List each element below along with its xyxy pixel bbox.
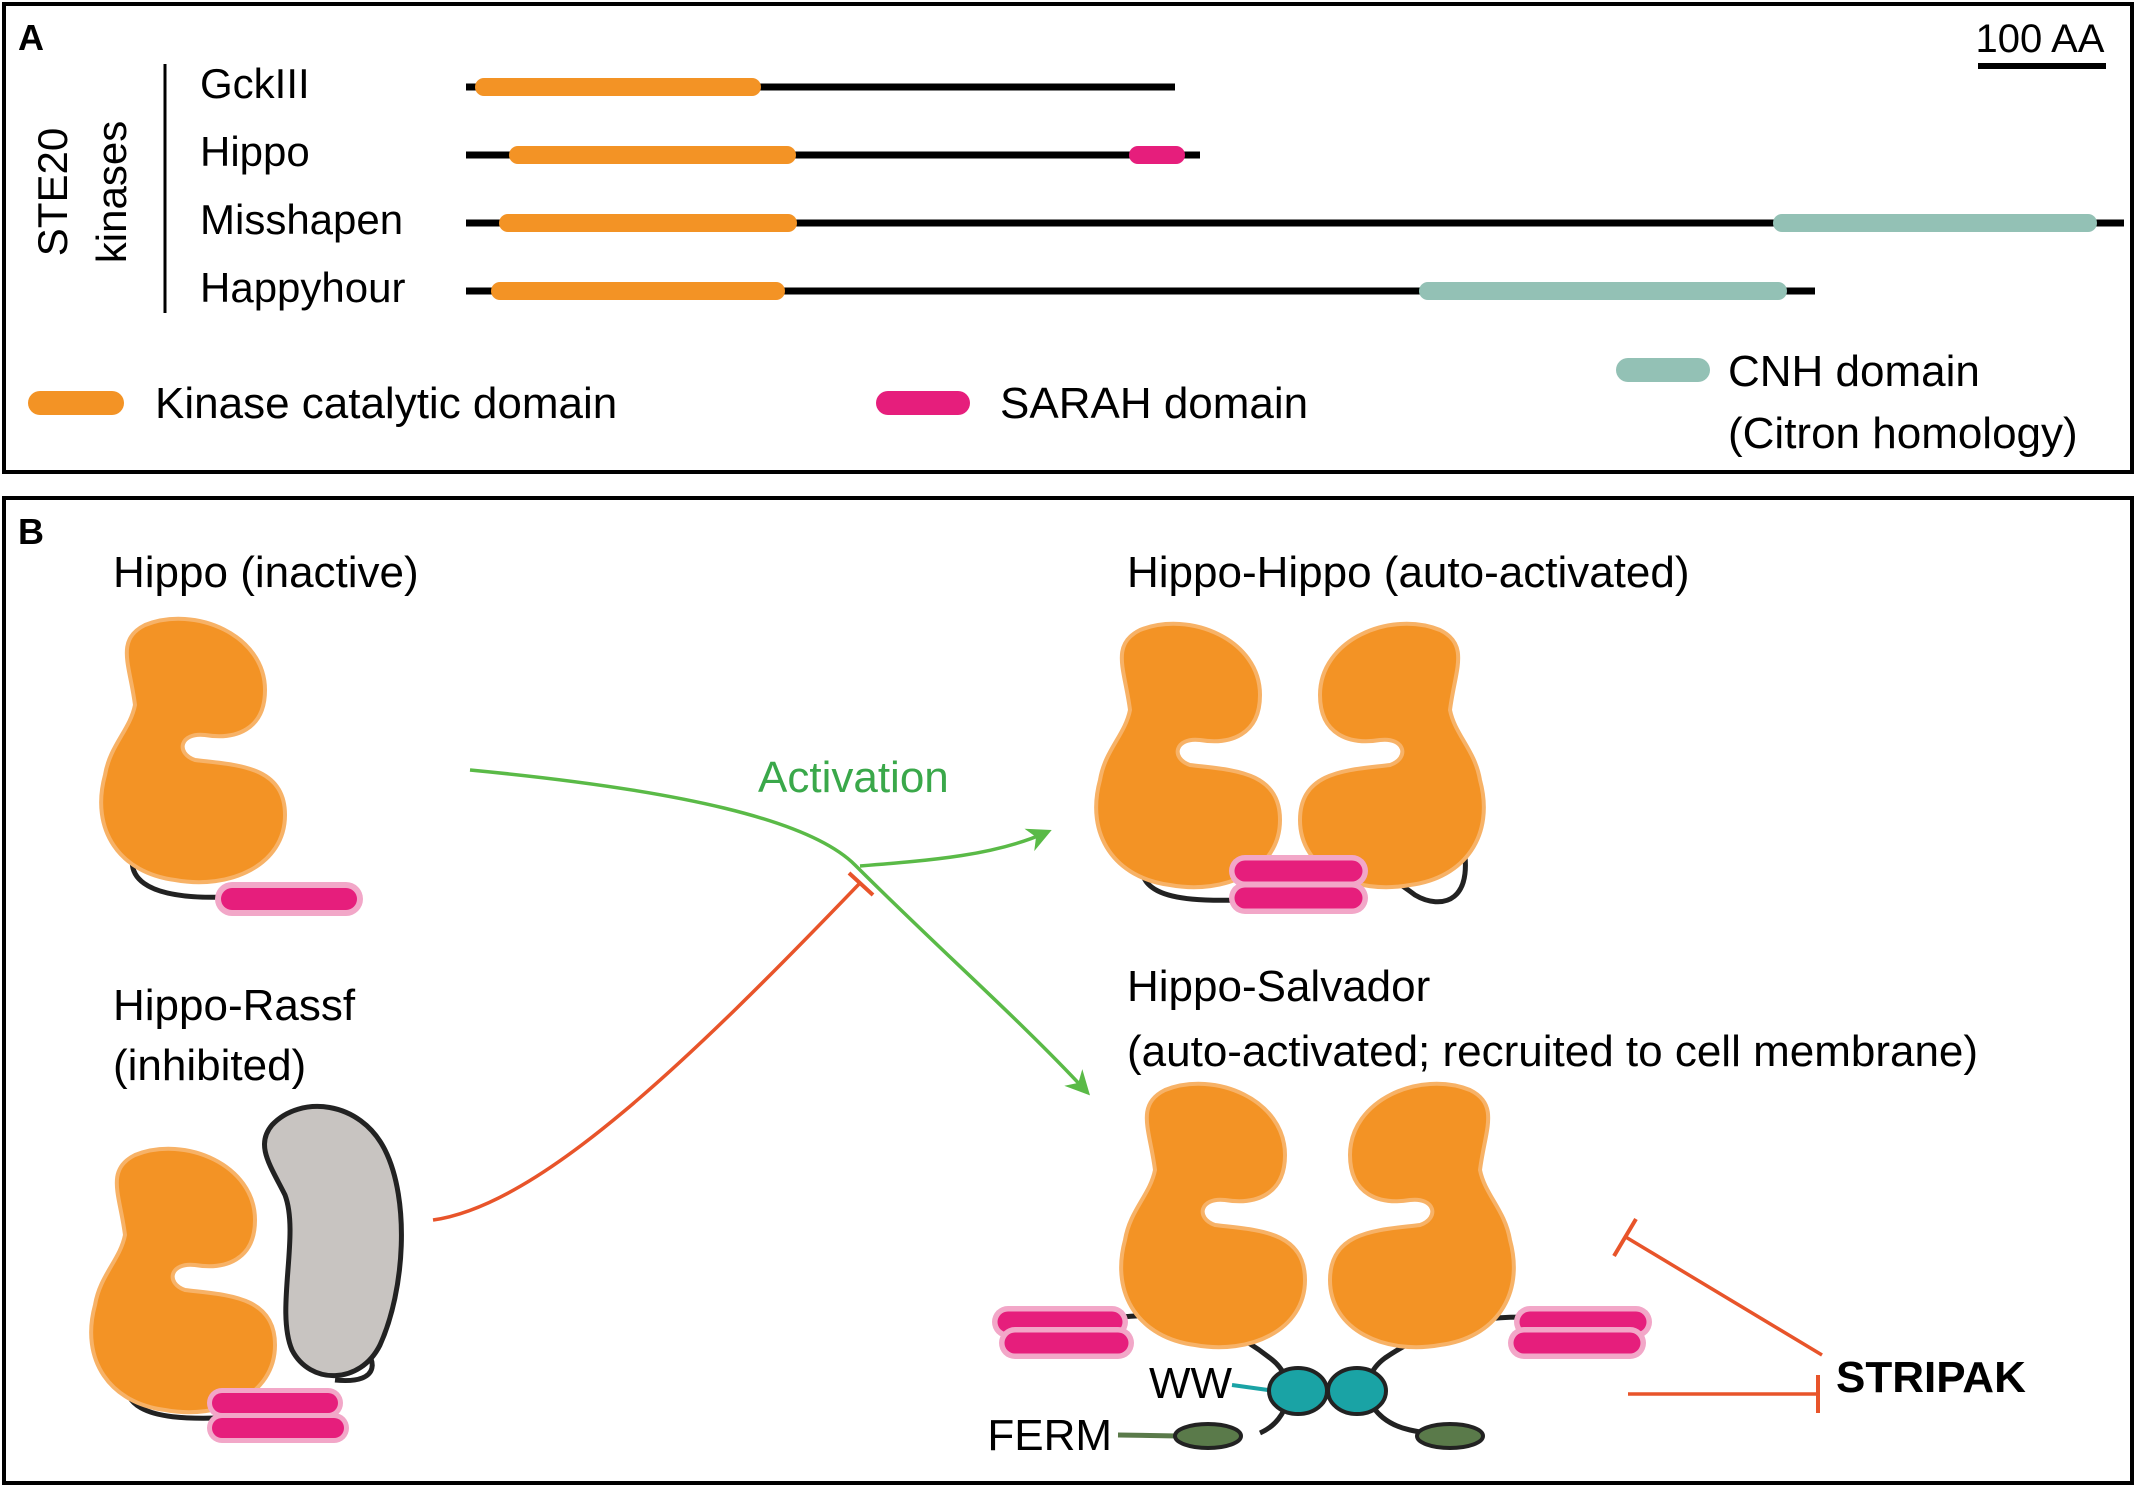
- protein-name-misshapen: Misshapen: [200, 196, 403, 243]
- dimer-label: Hippo-Hippo (auto-activated): [1127, 548, 1690, 597]
- rassf-label-line2: (inhibited): [113, 1041, 306, 1090]
- rassf-label-line1: Hippo-Rassf: [113, 981, 356, 1030]
- salvador-kinase-right: [1328, 1081, 1516, 1350]
- salvador-label-line1: Hippo-Salvador: [1127, 962, 1430, 1011]
- panel-a-frame: [2, 2, 2134, 474]
- ferm-label: FERM: [987, 1411, 1112, 1460]
- panel-a-letter: A: [18, 17, 44, 58]
- ww-label: WW: [1149, 1359, 1233, 1408]
- activation-arrow-to-salvador: [469, 768, 1091, 1096]
- panel-b-letter: B: [18, 511, 44, 552]
- legend-cnh-label-line1: CNH domain: [1728, 347, 1980, 396]
- rassf-protein: [261, 1103, 404, 1379]
- panel-a: A 100 AA STE20 kinases GckIII Hippo Miss…: [2, 2, 2134, 474]
- protein-name-gckiii: GckIII: [200, 60, 310, 107]
- scale-bar-label: 100 AA: [1975, 17, 2104, 61]
- legend-sarah-label: SARAH domain: [1000, 379, 1308, 428]
- ww-domain-right: [1326, 1366, 1388, 1416]
- activation-arrows: Activation: [469, 753, 1091, 1096]
- hippo-rassf: [89, 1103, 404, 1443]
- activation-label: Activation: [758, 753, 949, 802]
- inactive-label: Hippo (inactive): [113, 548, 419, 597]
- stripak-label: STRIPAK: [1836, 1353, 2026, 1402]
- hippo-dimer: [1094, 621, 1486, 914]
- dimer-kinase-right: [1298, 621, 1486, 890]
- dimer-kinase-left: [1094, 621, 1282, 890]
- hippo-inactive-kinase: [99, 616, 287, 885]
- inhibition-arrows: STRIPAK: [432, 871, 2026, 1413]
- legend-cnh-label-line2: (Citron homology): [1728, 409, 2078, 458]
- panel-b: B Hippo (inactive) Hippo-Rassf (inhibite…: [2, 496, 2134, 1485]
- salvador-kinase-left: [1119, 1081, 1307, 1350]
- hippo-salvador: WW FERM: [987, 1081, 1652, 1460]
- stripak-inhibition-bar-upper: [1612, 1217, 1638, 1258]
- rassf-inhibition-line: [432, 881, 862, 1222]
- activation-arrow-to-dimer: [859, 828, 1052, 868]
- ferm-domain-left: [1173, 1422, 1243, 1450]
- protein-name-happyhour: Happyhour: [200, 264, 405, 311]
- panel-b-frame: [2, 496, 2134, 1485]
- legend-kinase-label: Kinase catalytic domain: [155, 379, 617, 428]
- stripak-inhibition-line-upper: [1623, 1234, 1823, 1357]
- rassf-hippo-kinase: [89, 1146, 277, 1415]
- protein-name-hippo: Hippo: [200, 128, 310, 175]
- salvador-label-line2: (auto-activated; recruited to cell membr…: [1127, 1027, 1978, 1076]
- ww-pointer: [1231, 1383, 1269, 1392]
- ferm-domain-right: [1415, 1422, 1485, 1450]
- rassf-inhibition-bar: [847, 871, 875, 897]
- ww-domain-left: [1267, 1366, 1329, 1416]
- ferm-pointer: [1117, 1432, 1179, 1439]
- hippo-inactive: [99, 616, 363, 916]
- group-label-line1: STE20: [29, 128, 76, 256]
- group-label-line2: kinases: [88, 121, 135, 263]
